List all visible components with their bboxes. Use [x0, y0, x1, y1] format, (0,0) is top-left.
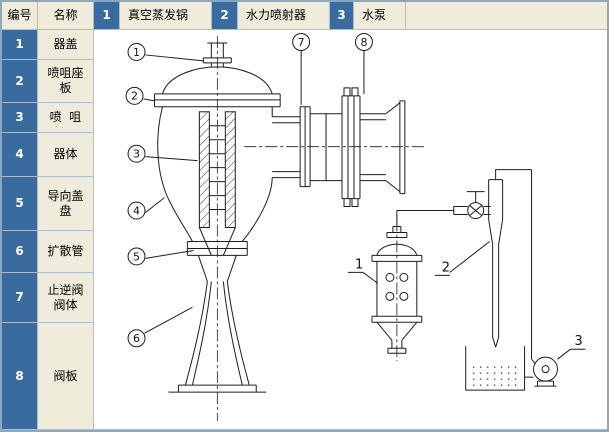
- valve-symbol: [466, 191, 485, 220]
- header-filler: [406, 2, 607, 30]
- svg-text:4: 4: [133, 204, 140, 217]
- header-name: 名称: [38, 2, 94, 30]
- part-name: 导向盖盘: [38, 177, 94, 231]
- callout-7: 7: [292, 32, 311, 51]
- header-row: 编号 名称 1 真空蒸发锅 2 水力喷射器 3 水泵: [2, 2, 607, 30]
- bolted-flange-pair: [341, 87, 361, 208]
- guide-cover-plate: [186, 240, 248, 256]
- evaporator-figure: 1: [348, 219, 423, 362]
- water-surface-dots: [469, 365, 522, 388]
- table-row: 2 喷咀座板: [2, 60, 94, 103]
- branch-pipe: [272, 116, 301, 179]
- part-name: 器盖: [38, 30, 94, 60]
- label-evaporator: 1: [355, 257, 363, 272]
- svg-text:3: 3: [133, 148, 140, 161]
- table-row: 6 扩散管: [2, 231, 94, 273]
- label-ejector: 2: [442, 260, 450, 275]
- pump-discharge-line: [495, 169, 536, 365]
- legend-label-pump: 水泵: [354, 2, 406, 30]
- callout-leaders: [143, 50, 365, 334]
- part-name: 扩散管: [38, 231, 94, 273]
- svg-text:6: 6: [133, 332, 140, 345]
- part-name: 止逆阀阀体: [38, 273, 94, 323]
- svg-text:2: 2: [131, 90, 138, 103]
- svg-text:7: 7: [298, 36, 305, 49]
- callout-3: 3: [127, 144, 146, 163]
- check-valve-body: [310, 113, 343, 182]
- callout-2: 2: [125, 86, 144, 105]
- label-pump: 3: [574, 334, 582, 349]
- part-no: 5: [2, 177, 38, 231]
- table-row: 1 器盖: [2, 30, 94, 60]
- water-tank: [465, 346, 526, 391]
- vessel-cover: [161, 66, 273, 94]
- check-valve-flange: [299, 106, 311, 188]
- callout-1: 1: [127, 42, 146, 61]
- legend-label-ejector: 水力喷射器: [238, 2, 330, 30]
- part-name: 喷 咀: [38, 103, 94, 133]
- legend-num-3: 3: [330, 2, 354, 30]
- callout-5: 5: [127, 247, 146, 266]
- part-name: 器体: [38, 133, 94, 177]
- part-no: 4: [2, 133, 38, 177]
- part-no: 7: [2, 273, 38, 323]
- part-no: 3: [2, 103, 38, 133]
- part-name: 喷咀座板: [38, 60, 94, 103]
- part-no: 8: [2, 323, 38, 430]
- part-no: 2: [2, 60, 38, 103]
- ejector-assembly-drawing: 1 2 3 4 5 6 7: [125, 32, 586, 422]
- header-no: 编号: [2, 2, 38, 30]
- svg-text:1: 1: [133, 46, 140, 59]
- callout-4: 4: [127, 201, 146, 220]
- horizontal-branch: [244, 87, 424, 208]
- ejector-figure: 2: [396, 169, 536, 365]
- legend-label-evaporator: 真空蒸发锅: [120, 2, 212, 30]
- legend-num-2: 2: [212, 2, 238, 30]
- outlet-pipe: [359, 113, 386, 182]
- svg-text:8: 8: [360, 36, 367, 49]
- technical-drawing-area: 1 2 3 4 5 6 7: [94, 30, 607, 430]
- part-no: 1: [2, 30, 38, 60]
- vessel-body: [157, 106, 273, 242]
- parts-table: 1 器盖 2 喷咀座板 3 喷 咀 4 器体 5 导向盖盘 6 扩散管: [2, 30, 94, 430]
- body-row: 1 器盖 2 喷咀座板 3 喷 咀 4 器体 5 导向盖盘 6 扩散管: [2, 30, 607, 430]
- callout-6: 6: [127, 329, 146, 348]
- nozzle-seat-plate: [153, 93, 281, 108]
- diffuser-tube: [184, 255, 250, 386]
- base-plate: [168, 384, 267, 393]
- part-name: 阀板: [38, 323, 94, 430]
- table-row: 5 导向盖盘: [2, 177, 94, 231]
- part-no: 6: [2, 231, 38, 273]
- svg-text:5: 5: [133, 250, 140, 263]
- legend-num-1: 1: [94, 2, 120, 30]
- callout-8: 8: [354, 32, 373, 51]
- table-row: 3 喷 咀: [2, 103, 94, 133]
- table-row: 7 止逆阀阀体: [2, 273, 94, 323]
- table-row: 8 阀板: [2, 323, 94, 430]
- outlet-bell: [385, 100, 406, 195]
- pump-figure: 3: [524, 334, 586, 387]
- table-row: 4 器体: [2, 133, 94, 177]
- main-ejector-assembly: [153, 35, 281, 422]
